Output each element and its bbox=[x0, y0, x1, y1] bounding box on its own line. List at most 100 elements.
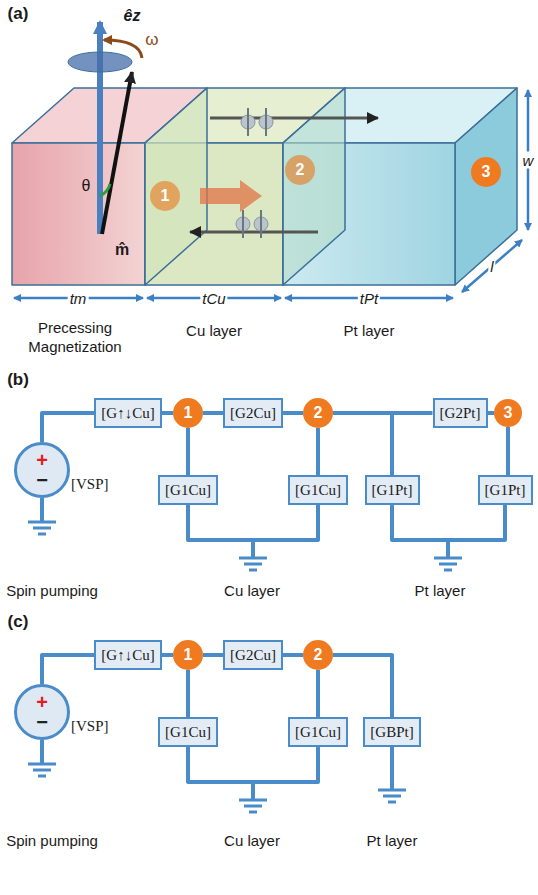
node-text: [G↑↓Cu] bbox=[101, 647, 154, 664]
ground-stem bbox=[390, 747, 394, 790]
label: Cu layer bbox=[224, 832, 280, 849]
wire bbox=[506, 427, 510, 475]
node-text: 1 bbox=[184, 404, 193, 422]
conductance-box: [G1Pt] bbox=[365, 475, 420, 505]
polarity-sign: + bbox=[36, 450, 48, 470]
node-circle: 3 bbox=[494, 399, 522, 427]
wire bbox=[186, 428, 190, 475]
wire bbox=[42, 655, 94, 684]
node-text: 1 bbox=[184, 646, 193, 664]
ground-bar bbox=[249, 811, 257, 814]
wire bbox=[333, 413, 392, 475]
wire bbox=[203, 411, 223, 415]
ground-bar bbox=[378, 789, 406, 792]
polarity-sign: + bbox=[36, 692, 48, 712]
ground-stem bbox=[40, 498, 44, 522]
ground-bar bbox=[38, 775, 46, 778]
wire bbox=[316, 428, 320, 475]
node-text: 2 bbox=[314, 404, 323, 422]
node-text: 1 bbox=[161, 187, 170, 205]
conductance-box: [G1Pt] bbox=[478, 475, 533, 505]
label: tCu bbox=[200, 290, 227, 307]
label: Cu layer bbox=[186, 322, 242, 339]
label: êz bbox=[124, 7, 141, 25]
wire bbox=[203, 653, 223, 657]
spin-pump-source: +−[VSP] bbox=[14, 684, 70, 740]
node-text: [G1Cu] bbox=[295, 724, 341, 741]
node-text: [G1Cu] bbox=[165, 724, 211, 741]
label: ω bbox=[145, 30, 158, 50]
node-text: [G1Pt] bbox=[372, 482, 413, 499]
node-text: [GBPt] bbox=[370, 724, 413, 741]
ground-bar bbox=[28, 521, 56, 524]
ground-bar bbox=[383, 795, 401, 798]
wire bbox=[316, 670, 320, 717]
ground-stem bbox=[40, 740, 44, 764]
node-circle: 1 bbox=[150, 181, 180, 211]
conductance-box: [G2Cu] bbox=[223, 640, 283, 670]
conductance-box: [G1Cu] bbox=[288, 475, 348, 505]
label: w bbox=[522, 152, 535, 169]
wire bbox=[162, 653, 173, 657]
node-text: [G2Pt] bbox=[440, 405, 481, 422]
node-circle: 2 bbox=[303, 398, 333, 428]
label: Spin pumping bbox=[6, 832, 98, 849]
label: Precessing Magnetization bbox=[5, 319, 145, 357]
conductance-box: [G1Cu] bbox=[158, 717, 218, 747]
wire bbox=[392, 505, 505, 540]
node-text: [G↑↓Cu] bbox=[101, 405, 154, 422]
node-circle: 3 bbox=[471, 157, 501, 187]
spin-pump-source: +−[VSP] bbox=[14, 442, 70, 498]
ground-bar bbox=[439, 563, 457, 566]
wire bbox=[42, 413, 94, 442]
polarity-sign: − bbox=[36, 712, 48, 732]
polarity-sign: − bbox=[36, 470, 48, 490]
wire bbox=[283, 653, 303, 657]
ground-bar bbox=[244, 805, 262, 808]
node-text: 3 bbox=[504, 404, 513, 422]
ground-stem bbox=[251, 782, 255, 800]
label: m̂ bbox=[115, 241, 129, 259]
node-text: 2 bbox=[296, 161, 305, 179]
node-text: [G1Cu] bbox=[165, 482, 211, 499]
ground-stem bbox=[446, 540, 450, 558]
wire bbox=[333, 655, 392, 717]
label: Pt layer bbox=[344, 322, 395, 339]
ground-bar bbox=[239, 799, 267, 802]
wire bbox=[188, 505, 318, 540]
ground-bar bbox=[249, 569, 257, 572]
ground-bar bbox=[434, 557, 462, 560]
ground-bar bbox=[388, 801, 396, 804]
ground-bar bbox=[38, 533, 46, 536]
label: θ bbox=[82, 177, 91, 195]
conductance-box: [G1Cu] bbox=[288, 717, 348, 747]
conductance-box: [G↑↓Cu] bbox=[94, 398, 162, 428]
source-label: [VSP] bbox=[71, 477, 109, 492]
node-text: [G2Cu] bbox=[230, 647, 276, 664]
node-circle: 2 bbox=[285, 155, 315, 185]
label: Pt layer bbox=[415, 582, 466, 599]
label: (a) bbox=[8, 4, 29, 24]
conductance-box: [G1Cu] bbox=[158, 475, 218, 505]
node-text: [G2Cu] bbox=[230, 405, 276, 422]
label: tm bbox=[68, 290, 89, 307]
label: (c) bbox=[8, 612, 29, 632]
node-text: 2 bbox=[314, 646, 323, 664]
ground-bar bbox=[239, 557, 267, 560]
node-circle: 1 bbox=[173, 640, 203, 670]
conductance-box: [G2Pt] bbox=[433, 398, 488, 428]
node-circle: 1 bbox=[173, 398, 203, 428]
wire bbox=[188, 747, 318, 782]
ground-bar bbox=[244, 563, 262, 566]
label: l bbox=[488, 258, 495, 275]
conductance-box: [G2Cu] bbox=[223, 398, 283, 428]
wire bbox=[283, 411, 303, 415]
label: (b) bbox=[7, 370, 29, 390]
label: tPt bbox=[358, 290, 380, 307]
label: Spin pumping bbox=[6, 582, 98, 599]
node-circle: 2 bbox=[303, 640, 333, 670]
ground-bar bbox=[28, 763, 56, 766]
source-label: [VSP] bbox=[71, 719, 109, 734]
